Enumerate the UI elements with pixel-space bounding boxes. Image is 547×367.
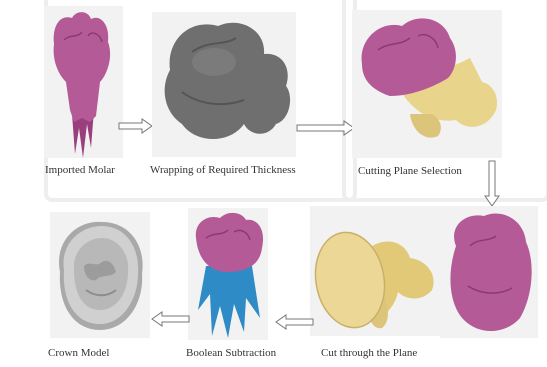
step-label-cutting-plane: Cutting Plane Selection [358,165,462,177]
boolean-subtraction-panel [188,208,268,340]
step-label-crown-model: Crown Model [48,347,109,359]
imported-molar-panel [44,6,123,158]
boolean-subtraction-image [188,208,268,340]
step-label-wrapping: Wrapping of Required Thickness [150,164,296,176]
step-label-boolean: Boolean Subtraction [186,347,276,359]
step-label-imported-molar: Imported Molar [45,164,115,176]
crown-model-panel [50,212,150,338]
arrow-right-2 [296,120,356,136]
cutting-plane-image [352,10,502,158]
wrapping-panel [152,12,296,157]
cut-plane-panel [310,206,442,336]
cut-enamel-panel [440,206,538,338]
cutting-plane-panel [352,10,502,158]
arrow-left-2 [150,311,190,327]
wrapped-molar-image [152,12,296,157]
arrow-left-1 [274,314,314,330]
crown-model-image [50,212,150,338]
cut-plane-image [310,206,442,336]
imported-molar-image [44,6,123,158]
step-label-cut-through: Cut through the Plane [321,347,417,359]
arrow-right-1 [118,118,154,134]
cut-enamel-image [440,206,538,338]
arrow-down [484,160,500,208]
